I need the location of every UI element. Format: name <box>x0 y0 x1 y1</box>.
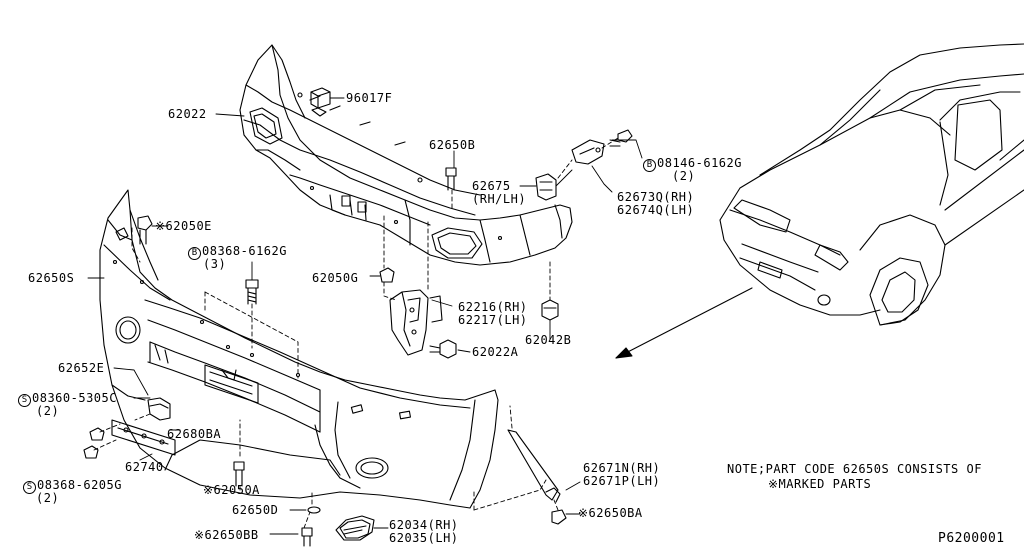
label-62217: 62217(LH) <box>458 313 528 327</box>
label-62042B: 62042B <box>525 333 572 347</box>
label-08368-6205G-qty: (2) <box>36 491 60 505</box>
label-62674Q: 62674Q(LH) <box>617 203 695 217</box>
note-line-2: ※MARKED PARTS <box>768 477 872 491</box>
bolt-08146-6162G <box>609 129 633 147</box>
screw-prefix-icon: S <box>18 394 31 407</box>
clip-62050G <box>379 267 395 283</box>
label-62035: 62035(LH) <box>389 531 459 545</box>
label-62050E: ※62050E <box>155 219 212 233</box>
label-08368-6162G-qty: (3) <box>203 257 227 271</box>
label-62650S: 62650S <box>28 271 75 285</box>
screw-62050A <box>233 461 245 487</box>
label-62034: 62034(RH) <box>389 518 459 532</box>
stay-62671N <box>507 429 561 503</box>
note-line-1: NOTE;PART CODE 62650S CONSISTS OF <box>727 462 982 476</box>
label-08360-qty: (2) <box>36 404 60 418</box>
direction-arrow <box>615 287 753 359</box>
clip-96017F <box>310 87 331 117</box>
label-62671P: 62671P(LH) <box>583 474 661 488</box>
screw-08360-5305C <box>83 427 105 459</box>
label-62050A: ※62050A <box>203 483 260 497</box>
nut-62042B <box>541 299 559 321</box>
bracket-62673Q <box>571 139 605 165</box>
label-62650BB: ※62650BB <box>194 528 259 542</box>
label-62675: 62675 <box>472 179 511 193</box>
dashed-guide-lines <box>93 137 619 529</box>
bumper-reinforcement <box>239 44 573 266</box>
label-08146-qty: (2) <box>672 169 696 183</box>
label-62650D: 62650D <box>232 503 279 517</box>
label-96017F: 96017F <box>346 91 393 105</box>
label-62671N: 62671N(RH) <box>583 461 661 475</box>
bracket-62740 <box>111 397 176 456</box>
diagram-id: P6200001 <box>938 531 1005 546</box>
label-62022A: 62022A <box>472 345 519 359</box>
bolt-62650BA <box>551 509 567 525</box>
bolt-prefix-icon: B <box>188 247 201 260</box>
bolt-62650BB <box>301 527 313 547</box>
license-plate-bracket <box>204 364 259 404</box>
fog-lamp-62034 <box>335 515 375 541</box>
label-62022: 62022 <box>168 107 207 121</box>
label-62652E: 62652E <box>58 361 105 375</box>
bracket-62675 <box>535 173 557 201</box>
clip-62050E <box>137 215 153 245</box>
screw-prefix-icon: S <box>23 481 36 494</box>
label-62675-note: (RH/LH) <box>472 192 527 206</box>
clip-62650D <box>307 506 321 514</box>
bolt-62022A <box>429 339 457 359</box>
label-62673Q: 62673Q(RH) <box>617 190 695 204</box>
leader-lines <box>87 97 643 535</box>
label-62216: 62216(RH) <box>458 300 528 314</box>
label-62650BA: ※62650BA <box>578 506 643 520</box>
vehicle-outline <box>719 43 1024 326</box>
mounting-bracket <box>389 289 443 356</box>
label-62650B: 62650B <box>429 138 476 152</box>
bolt-08368-6162G <box>245 279 259 305</box>
label-62680BA: 62680BA <box>167 427 222 441</box>
bolt-62650B <box>445 167 457 191</box>
bolt-prefix-icon: B <box>643 159 656 172</box>
label-62050G: 62050G <box>312 271 359 285</box>
label-62740: 62740 <box>125 460 164 474</box>
